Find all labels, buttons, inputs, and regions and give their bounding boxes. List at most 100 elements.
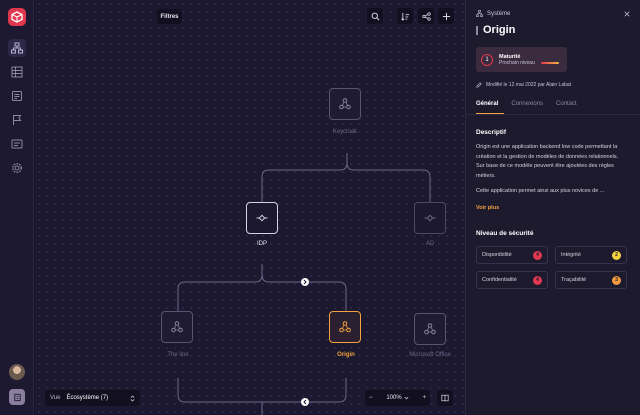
building-icon (13, 393, 21, 401)
view-value: Écosystème (7) (66, 395, 109, 401)
graph-edges (177, 153, 431, 415)
modified-text: Modifié le 12 mai 2022 par Alain Labat (486, 82, 572, 88)
view-selector[interactable]: Vue Écosystème (7) (45, 390, 140, 406)
left-rail (0, 0, 34, 415)
security-score-badge: 3 (612, 275, 621, 285)
node-origin[interactable] (329, 311, 365, 347)
node-ad-label: AD (425, 241, 435, 247)
zoom-out-button[interactable]: − (369, 395, 373, 401)
app-logo[interactable] (8, 8, 26, 26)
user-avatar[interactable] (9, 364, 25, 380)
report-icon (11, 139, 23, 149)
share-nodes-icon (421, 11, 431, 21)
tab-contact[interactable]: Contact (556, 101, 577, 107)
rail-documents-button[interactable] (8, 87, 26, 105)
search-button[interactable] (367, 8, 383, 24)
network-icon (339, 98, 351, 110)
security-item-label: Confidentialité (482, 277, 517, 283)
zoom-level-selector[interactable]: 100% (386, 395, 409, 401)
description-paragraph-2: Cette application permet ainsi aux plus … (476, 188, 605, 194)
flag-icon (13, 115, 22, 125)
node-idp-label: IDP (256, 241, 267, 247)
rail-report-button[interactable] (8, 135, 26, 153)
security-item-integrity[interactable]: Intégrité 2 (555, 246, 627, 264)
node-keycloak[interactable] (329, 88, 365, 124)
network-icon (424, 323, 436, 335)
plus-icon (442, 12, 450, 20)
list-tree-icon (11, 66, 23, 78)
security-item-traceability[interactable]: Traçabilité 3 (555, 271, 627, 289)
node-the-line[interactable] (161, 311, 197, 347)
description-heading: Descriptif (476, 129, 506, 136)
panel-title-text: Origin (483, 24, 516, 36)
security-score-badge: 4 (533, 250, 542, 260)
node-idp[interactable] (246, 202, 278, 234)
document-icon (12, 91, 22, 101)
sort-icon (400, 12, 409, 21)
filters-button[interactable]: Filtres (157, 9, 182, 24)
panel-tabs: Général Connexions Contact (476, 101, 577, 107)
tab-connections[interactable]: Connexions (511, 101, 544, 107)
layout-icon (441, 394, 449, 402)
node-the-line-label: The line (167, 352, 189, 358)
hierarchy-icon (11, 42, 23, 54)
node-microsoft-office[interactable] (414, 313, 446, 345)
chevron-updown-icon (130, 394, 135, 402)
rail-ecosystem-button[interactable] (8, 39, 26, 57)
description-paragraph-1: Origin est une application backend low c… (476, 144, 619, 179)
security-item-label: Intégrité (561, 252, 581, 258)
maturity-progress-bar (541, 62, 559, 64)
rail-settings-button[interactable] (8, 159, 26, 177)
node-origin-label: Origin (337, 352, 355, 358)
edge-direction-badge[interactable] (301, 278, 309, 286)
active-tab-indicator (476, 113, 504, 114)
chevron-right-icon (303, 279, 307, 285)
add-button[interactable] (438, 8, 454, 24)
network-icon (339, 321, 351, 333)
security-score-badge: 2 (612, 250, 621, 260)
tabs-divider (466, 114, 640, 115)
ecosystem-canvas[interactable]: Filtres Keycl (35, 0, 465, 415)
hierarchy-icon (476, 10, 483, 17)
edit-icon (476, 82, 482, 88)
maturity-level-badge: 1 (481, 53, 493, 66)
node-keycloak-label: Keycloak (332, 129, 358, 135)
node-ad[interactable] (414, 202, 446, 234)
security-item-label: Disponibilité (482, 252, 512, 258)
search-icon (371, 12, 379, 20)
drag-handle-icon[interactable] (476, 25, 478, 35)
tab-general[interactable]: Général (476, 101, 499, 107)
close-panel-button[interactable] (624, 10, 630, 19)
details-panel: Système Origin 1 Maturité Prochain nivea… (465, 0, 640, 415)
panel-title: Origin (476, 24, 515, 36)
panel-breadcrumb: Système (476, 10, 510, 17)
organization-button[interactable] (9, 389, 25, 405)
security-item-confidentiality[interactable]: Confidentialité 4 (476, 271, 548, 289)
fit-view-button[interactable] (437, 390, 453, 406)
edge-direction-badge-2[interactable] (301, 398, 309, 406)
network-icon (171, 321, 183, 333)
chevron-left-icon (303, 399, 307, 405)
security-item-availability[interactable]: Disponibilité 4 (476, 246, 548, 264)
zoom-level: 100% (386, 395, 402, 401)
security-heading: Niveau de sécurité (476, 230, 534, 237)
maturity-title: Maturité (499, 53, 521, 60)
view-label: Vue (50, 395, 61, 401)
share-button[interactable] (418, 8, 434, 24)
rail-flag-button[interactable] (8, 111, 26, 129)
maturity-subtitle: Prochain niveau (499, 59, 535, 66)
cube-logo-icon (11, 11, 23, 23)
zoom-in-button[interactable]: + (422, 395, 426, 401)
sort-button[interactable] (397, 8, 413, 24)
panel-breadcrumb-label: Système (487, 10, 511, 17)
see-more-link[interactable]: Voir plus (476, 205, 500, 211)
rail-list-button[interactable] (8, 63, 26, 81)
security-score-badge: 4 (533, 275, 542, 285)
modified-info: Modifié le 12 mai 2022 par Alain Labat (476, 82, 571, 88)
connector-icon (256, 214, 268, 222)
maturity-card[interactable]: 1 Maturité Prochain niveau (476, 47, 567, 72)
close-icon (624, 11, 630, 17)
connector-icon (424, 214, 436, 222)
security-item-label: Traçabilité (561, 277, 587, 283)
